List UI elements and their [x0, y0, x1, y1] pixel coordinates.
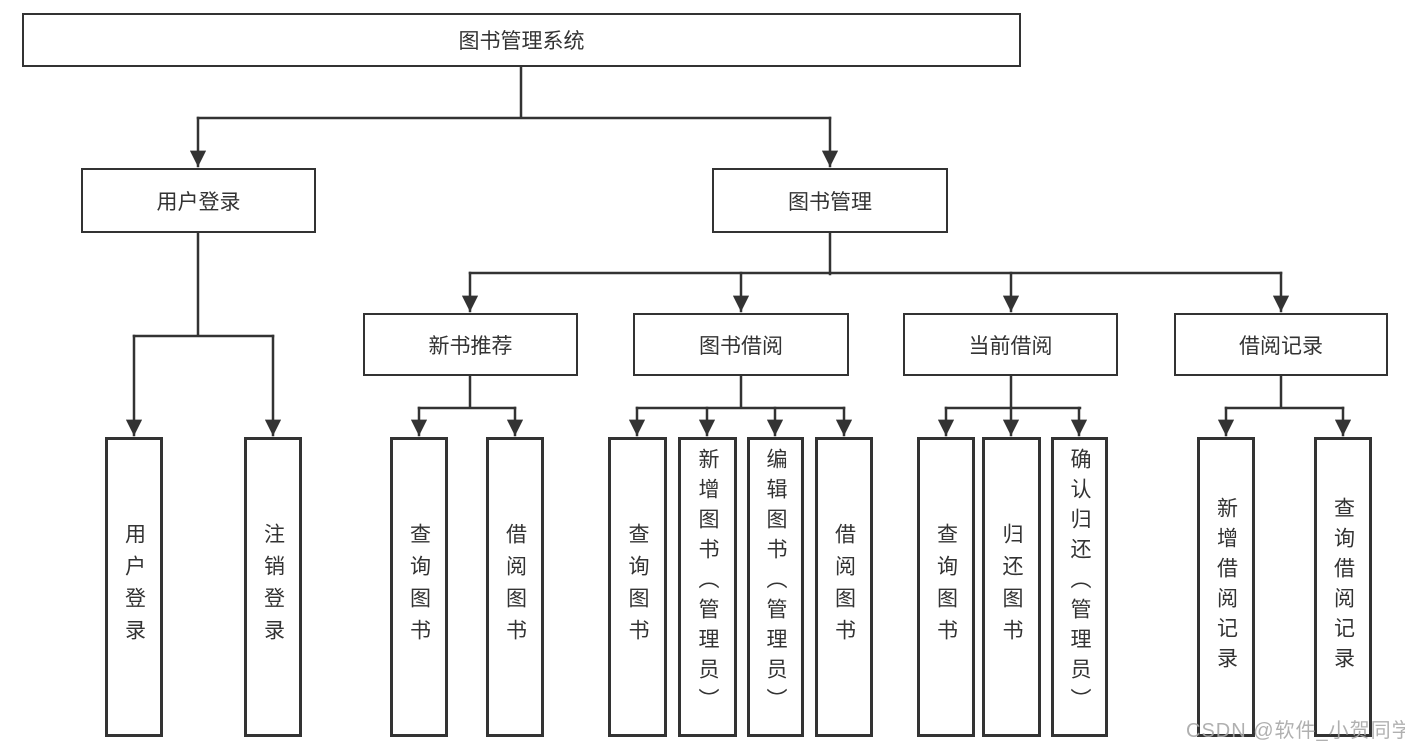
leaf-query-books-nbr: 查询图书: [390, 437, 448, 737]
node-user-login: 用户登录: [81, 168, 316, 233]
leaf-confirm-return-admin: 确认归还（管理员）: [1051, 437, 1108, 737]
leaf-add-books-admin: 新增图书（管理员）: [678, 437, 737, 737]
leaf-logout: 注销登录: [244, 437, 302, 737]
watermark: CSDN @软件_小贺同学: [1186, 720, 1405, 742]
node-current-borrowing: 当前借阅: [903, 313, 1118, 376]
leaf-label: 编辑图书（管理员）: [764, 448, 787, 718]
leaf-query-books-bb: 查询图书: [608, 437, 667, 737]
node-label: 图书管理系统: [458, 30, 585, 53]
node-label: 借阅记录: [1239, 334, 1323, 358]
node-label: 当前借阅: [968, 334, 1053, 358]
node-label: 新书推荐: [428, 334, 513, 358]
leaf-label: 新增图书（管理员）: [696, 448, 719, 718]
leaf-borrow-books-nbr: 借阅图书: [486, 437, 544, 737]
leaf-return-books: 归还图书: [982, 437, 1041, 737]
node-label: 图书管理: [788, 190, 872, 214]
leaf-label: 查询借阅记录: [1331, 497, 1355, 677]
leaf-label: 归还图书: [1000, 523, 1023, 651]
leaf-label: 确认归还（管理员）: [1068, 448, 1091, 718]
leaf-label: 用户登录: [122, 523, 146, 651]
leaf-label: 查询图书: [934, 523, 958, 651]
leaf-query-borrow-record: 查询借阅记录: [1314, 437, 1372, 737]
leaf-label: 新增借阅记录: [1214, 497, 1238, 677]
node-library-management-system: 图书管理系统: [22, 13, 1021, 67]
node-label: 图书借阅: [699, 334, 783, 358]
node-book-borrowing: 图书借阅: [633, 313, 849, 376]
leaf-label: 借阅图书: [832, 523, 856, 651]
node-label: 用户登录: [156, 190, 241, 214]
node-book-management: 图书管理: [712, 168, 948, 233]
leaf-user-login: 用户登录: [105, 437, 163, 737]
node-borrowing-records: 借阅记录: [1174, 313, 1388, 376]
leaf-label: 注销登录: [261, 523, 285, 651]
node-new-book-recommendation: 新书推荐: [363, 313, 578, 376]
leaf-label: 借阅图书: [503, 523, 527, 651]
leaf-edit-books-admin: 编辑图书（管理员）: [747, 437, 804, 737]
leaf-label: 查询图书: [626, 523, 649, 651]
leaf-borrow-books-bb: 借阅图书: [815, 437, 873, 737]
leaf-query-books-cb: 查询图书: [917, 437, 975, 737]
leaf-add-borrow-record: 新增借阅记录: [1197, 437, 1255, 737]
leaf-label: 查询图书: [407, 523, 431, 651]
